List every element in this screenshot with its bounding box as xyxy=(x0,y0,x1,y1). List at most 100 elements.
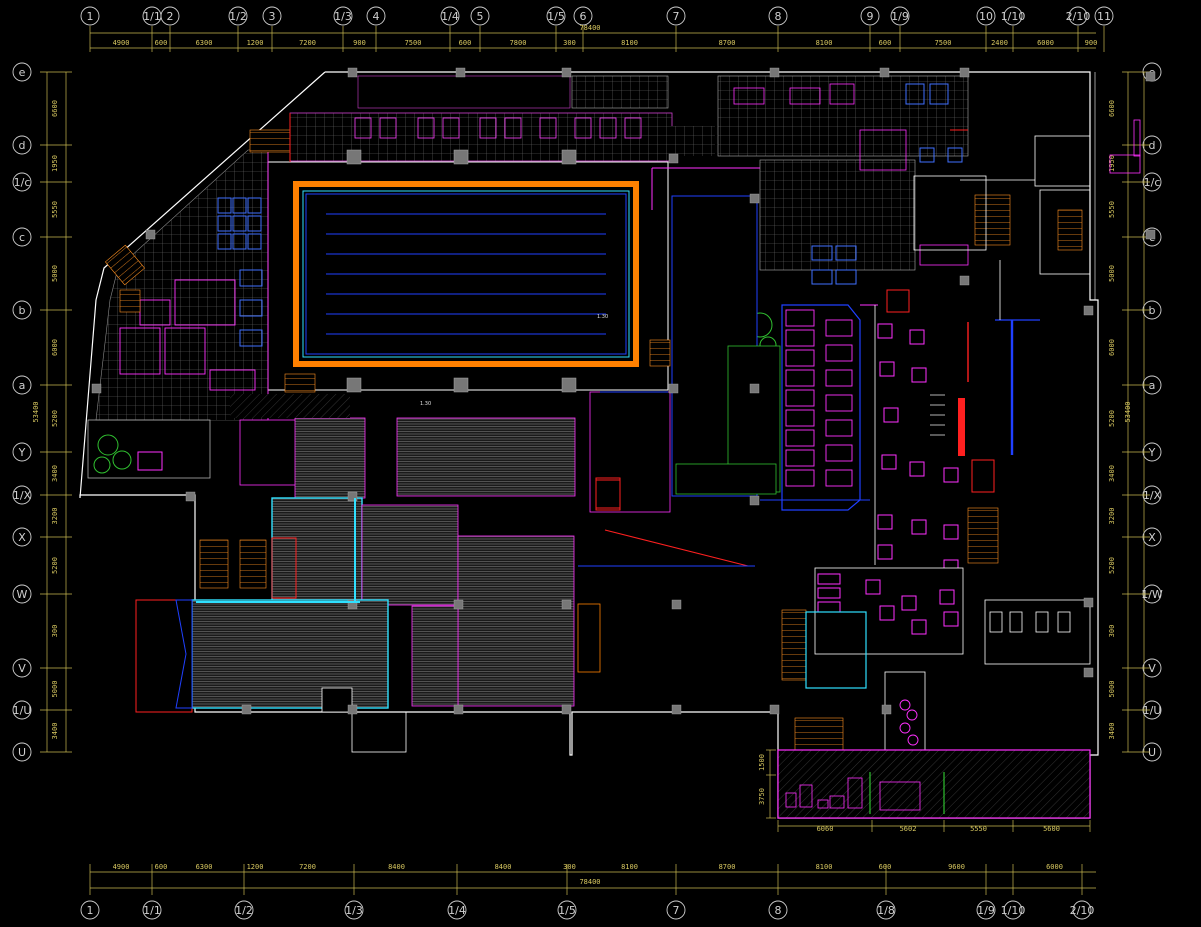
grid-bubble-bottom: 1/1 xyxy=(142,900,162,920)
dimension-left: 3200 xyxy=(51,508,59,525)
dimension-bottom: 8100 xyxy=(621,863,638,871)
dimension-left: 6600 xyxy=(51,100,59,117)
dimension-right: 3200 xyxy=(1108,508,1116,525)
dimension-top: 4900 xyxy=(113,39,130,47)
svg-text:V: V xyxy=(1148,662,1156,675)
grid-bubble-top: 7 xyxy=(666,6,686,26)
svg-text:1: 1 xyxy=(87,10,94,23)
svg-text:X: X xyxy=(18,531,26,544)
dimension-top: 900 xyxy=(1085,39,1098,47)
svg-text:2/10: 2/10 xyxy=(1066,10,1091,23)
dimension-left: 5550 xyxy=(51,201,59,218)
grid-bubble-bottom: 1/10 xyxy=(1001,900,1026,920)
svg-text:d: d xyxy=(19,139,26,152)
dimension-left: 5200 xyxy=(51,410,59,427)
dimension-right: 1950 xyxy=(1108,155,1116,172)
dimension-top: 6000 xyxy=(1037,39,1054,47)
dimension-frame xyxy=(46,32,1145,889)
svg-text:2: 2 xyxy=(167,10,174,23)
svg-text:1/5: 1/5 xyxy=(547,10,565,23)
dimension-top: 900 xyxy=(353,39,366,47)
dimension-top: 7200 xyxy=(299,39,316,47)
svg-text:1/U: 1/U xyxy=(1143,704,1162,717)
dimension-top: 8100 xyxy=(816,39,833,47)
dimension-top: 6300 xyxy=(196,39,213,47)
grid-bubble-top: 1/5 xyxy=(546,6,566,26)
grid-bubble-top: 1/9 xyxy=(890,6,910,26)
dimension-top: 600 xyxy=(459,39,472,47)
dimension-right: 5200 xyxy=(1108,410,1116,427)
svg-text:1/U: 1/U xyxy=(13,704,32,717)
dimension-right-total: 53400 xyxy=(1124,401,1132,422)
svg-text:U: U xyxy=(18,746,26,759)
svg-text:1/3: 1/3 xyxy=(334,10,352,23)
svg-text:8: 8 xyxy=(775,904,782,917)
grid-bubble-left: W xyxy=(12,584,32,604)
dimension-top: 8700 xyxy=(719,39,736,47)
grid-bubble-bottom: 1/9 xyxy=(976,900,996,920)
dimension-left-total: 53400 xyxy=(32,401,40,422)
svg-text:1/c: 1/c xyxy=(14,176,31,189)
grid-bubble-top: 10 xyxy=(976,6,996,26)
dimension-left: 300 xyxy=(51,625,59,638)
building-outline xyxy=(79,71,1099,819)
dimension-left: 5200 xyxy=(51,557,59,574)
svg-text:1/9: 1/9 xyxy=(891,10,909,23)
dimension-bottom: 7200 xyxy=(299,863,316,871)
dimension-bottom: 600 xyxy=(879,863,892,871)
dimension-top: 300 xyxy=(563,39,576,47)
dimension-left: 3400 xyxy=(51,465,59,482)
grid-bubble-left: c xyxy=(12,227,32,247)
dimension-right: 3400 xyxy=(1108,465,1116,482)
dimension-bottom: 8700 xyxy=(719,863,736,871)
svg-text:a: a xyxy=(1149,379,1156,392)
grid-bubble-top: 8 xyxy=(768,6,788,26)
dimension-left: 6000 xyxy=(51,339,59,356)
grid-bubble-left: e xyxy=(12,62,32,82)
dimension-annex: 5550 xyxy=(970,825,987,833)
svg-text:1/1: 1/1 xyxy=(143,904,161,917)
grid-bubble-left: U xyxy=(12,742,32,762)
svg-text:U: U xyxy=(1148,746,1156,759)
spa-treatment-rooms xyxy=(781,304,1040,689)
grid-bubble-top: 1/1 xyxy=(142,6,162,26)
svg-text:7: 7 xyxy=(673,10,680,23)
grid-bubble-bottom: 1/4 xyxy=(447,900,467,920)
svg-text:c: c xyxy=(19,231,25,244)
dimension-bottom: 9600 xyxy=(948,863,965,871)
grid-bubble-top: 3 xyxy=(262,6,282,26)
svg-text:1/X: 1/X xyxy=(13,489,32,502)
swimming-pool xyxy=(267,117,669,393)
svg-text:W: W xyxy=(17,588,28,601)
svg-text:7: 7 xyxy=(673,904,680,917)
svg-text:1/W: 1/W xyxy=(1141,588,1163,601)
svg-text:9: 9 xyxy=(867,10,874,23)
dimension-bottom: 4900 xyxy=(113,863,130,871)
svg-text:e: e xyxy=(19,66,26,79)
dimension-annex: 5602 xyxy=(900,825,917,833)
dimension-bottom: 600 xyxy=(155,863,168,871)
dimension-bottom: 6300 xyxy=(196,863,213,871)
dimension-top: 8100 xyxy=(621,39,638,47)
dimension-right: 5200 xyxy=(1108,557,1116,574)
svg-text:1/4: 1/4 xyxy=(448,904,466,917)
dimension-annex-side: 3750 xyxy=(758,788,766,805)
dimension-top-total: 78400 xyxy=(579,24,600,32)
dimension-left: 5000 xyxy=(51,265,59,282)
svg-text:1/10: 1/10 xyxy=(1001,904,1026,917)
dimension-top: 1200 xyxy=(247,39,264,47)
dimension-right: 5000 xyxy=(1108,265,1116,282)
svg-text:a: a xyxy=(19,379,26,392)
svg-text:5: 5 xyxy=(477,10,484,23)
left-wing-rooms xyxy=(87,150,269,479)
dimension-right: 6000 xyxy=(1108,339,1116,356)
svg-text:1/c: 1/c xyxy=(1144,176,1161,189)
svg-text:1: 1 xyxy=(87,904,94,917)
grid-bubble-top: 2 xyxy=(160,6,180,26)
dimension-bottom: 8100 xyxy=(816,863,833,871)
level-label-2: 1.30 xyxy=(420,401,431,407)
dimension-top: 600 xyxy=(155,39,168,47)
